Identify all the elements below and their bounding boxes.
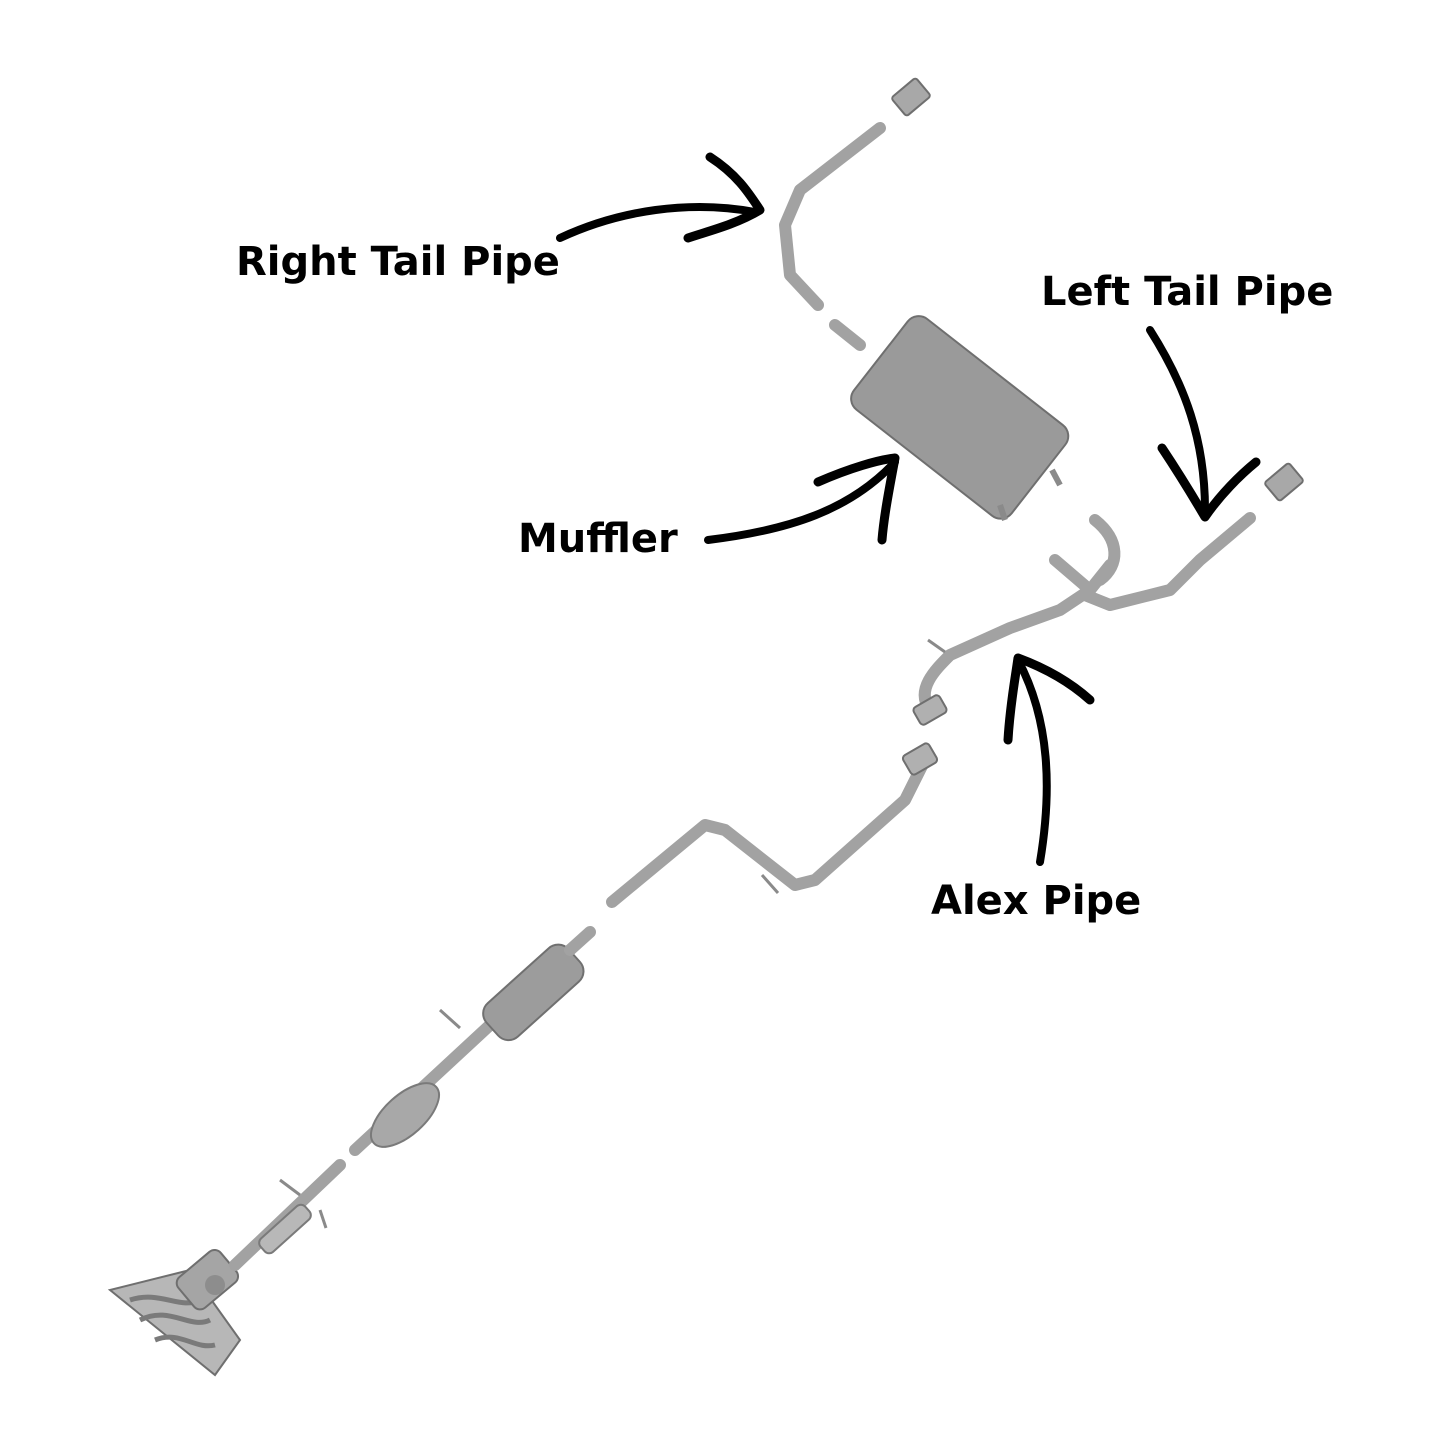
front-pipe (229, 1159, 346, 1271)
alex-pipe-shape (912, 514, 1121, 726)
arrow-alex-pipe (1003, 653, 1095, 866)
arrow-right-tail-pipe (556, 152, 765, 243)
front-resonator (482, 926, 596, 1042)
label-muffler: Muffler (518, 516, 678, 562)
label-alex-pipe: Alex Pipe (931, 878, 1142, 924)
label-right-tail-pipe: Right Tail Pipe (236, 239, 560, 285)
arrow-left-tail-pipe (1146, 326, 1261, 522)
left-tail-pipe-shape (1079, 462, 1304, 611)
exhaust-manifold (107, 1248, 242, 1377)
intermediate-pipe (606, 742, 939, 908)
label-left-tail-pipe: Left Tail Pipe (1041, 269, 1334, 315)
muffler-shape (829, 315, 1070, 521)
arrow-muffler (704, 453, 900, 545)
right-tail-pipe-shape (779, 77, 931, 311)
resonator-pipe (349, 1008, 496, 1156)
